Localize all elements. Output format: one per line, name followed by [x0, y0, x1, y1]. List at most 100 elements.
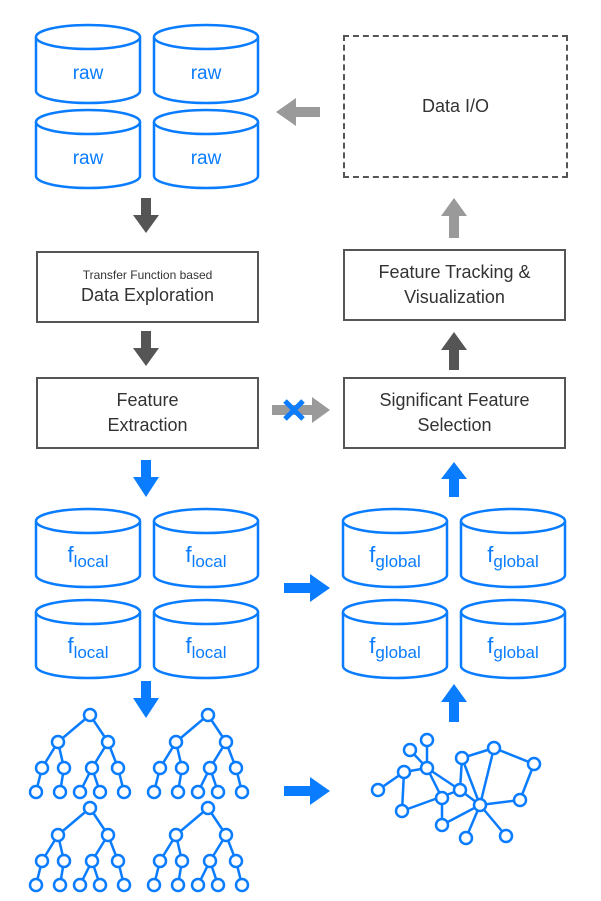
node-icon: [116, 784, 132, 800]
node-icon: [110, 760, 126, 776]
node-icon: [174, 760, 190, 776]
node-icon: [34, 760, 50, 776]
node-icon: [200, 800, 216, 816]
arrow-right-blue-icon: [284, 777, 330, 805]
arrow-down-gray-icon: [133, 331, 159, 366]
node-icon: [486, 740, 502, 756]
arrow-down-gray-icon: [133, 198, 159, 233]
global-store-label: fglobal: [369, 633, 421, 662]
node-icon: [452, 782, 468, 798]
node-icon: [394, 803, 410, 819]
node-icon: [152, 853, 168, 869]
node-icon: [52, 877, 68, 893]
node-icon: [50, 734, 66, 750]
node-icon: [190, 877, 206, 893]
node-icon: [210, 877, 226, 893]
node-icon: [218, 734, 234, 750]
arrow-left-gray-icon: [276, 98, 320, 126]
node-icon: [434, 817, 450, 833]
node-icon: [396, 764, 412, 780]
blocked-arrow-icon: [272, 397, 330, 423]
node-icon: [56, 853, 72, 869]
raw-store-label: raw: [190, 148, 222, 169]
raw-store-label: raw: [72, 63, 104, 84]
node-icon: [234, 877, 250, 893]
node-icon: [419, 732, 435, 748]
node-icon: [228, 853, 244, 869]
node-icon: [28, 784, 44, 800]
node-icon: [526, 756, 542, 772]
feature-extraction-box: Feature Extraction: [36, 377, 259, 449]
node-icon: [56, 760, 72, 776]
tracking-line-2: Visualization: [404, 287, 505, 307]
node-icon: [218, 827, 234, 843]
raw-store-label: raw: [72, 148, 104, 169]
node-icon: [174, 853, 190, 869]
node-icon: [210, 784, 226, 800]
node-icon: [72, 877, 88, 893]
feature-tracking-box: Feature Tracking & Visualization: [343, 249, 566, 321]
significant-feature-selection-box: Significant Feature Selection: [343, 377, 566, 449]
node-icon: [228, 760, 244, 776]
node-icon: [92, 877, 108, 893]
node-icon: [434, 790, 450, 806]
node-icon: [84, 760, 100, 776]
node-icon: [202, 853, 218, 869]
arrow-up-blue-icon: [441, 684, 467, 722]
extraction-line-1: Feature: [116, 390, 179, 410]
node-icon: [152, 760, 168, 776]
node-icon: [498, 828, 514, 844]
node-icon: [84, 853, 100, 869]
node-icon: [146, 784, 162, 800]
global-store-label: fglobal: [369, 542, 421, 571]
local-store-label: flocal: [67, 542, 109, 571]
node-icon: [146, 877, 162, 893]
selection-line-2: Selection: [417, 415, 492, 435]
node-icon: [50, 827, 66, 843]
edge-line: [401, 788, 461, 813]
local-store-label: flocal: [185, 542, 227, 571]
data-exploration-box: Transfer Function based Data Exploration: [36, 251, 259, 323]
global-store-label: fglobal: [487, 633, 539, 662]
node-icon: [202, 760, 218, 776]
raw-store-label: raw: [190, 63, 222, 84]
node-icon: [234, 784, 250, 800]
global-store-label: fglobal: [487, 542, 539, 571]
local-store-label: flocal: [67, 633, 109, 662]
extraction-line-2: Extraction: [107, 415, 188, 435]
arrow-up-blue-icon: [441, 462, 467, 497]
node-icon: [512, 792, 528, 808]
node-icon: [200, 707, 216, 723]
node-icon: [472, 797, 488, 813]
node-icon: [100, 827, 116, 843]
local-tree-icons: [28, 707, 250, 893]
global-graph-icon: [370, 732, 542, 846]
exploration-subtitle: Transfer Function based: [82, 267, 213, 282]
edge-line: [460, 757, 482, 806]
node-icon: [170, 784, 186, 800]
node-icon: [72, 784, 88, 800]
node-icon: [454, 750, 470, 766]
node-icon: [34, 853, 50, 869]
local-store-label: flocal: [185, 633, 227, 662]
node-icon: [419, 760, 435, 776]
node-icon: [100, 734, 116, 750]
node-icon: [190, 784, 206, 800]
node-icon: [110, 853, 126, 869]
node-icon: [116, 877, 132, 893]
node-icon: [82, 800, 98, 816]
node-icon: [92, 784, 108, 800]
data-io-box: Data I/O: [343, 35, 568, 178]
node-icon: [168, 734, 184, 750]
node-icon: [52, 784, 68, 800]
selection-line-1: Significant Feature: [379, 390, 530, 410]
node-icon: [370, 782, 386, 798]
arrow-up-gray-icon: [441, 198, 467, 238]
node-icon: [170, 877, 186, 893]
data-io-label: Data I/O: [421, 96, 490, 116]
node-icon: [28, 877, 44, 893]
node-icon: [82, 707, 98, 723]
edge-line: [478, 747, 496, 806]
